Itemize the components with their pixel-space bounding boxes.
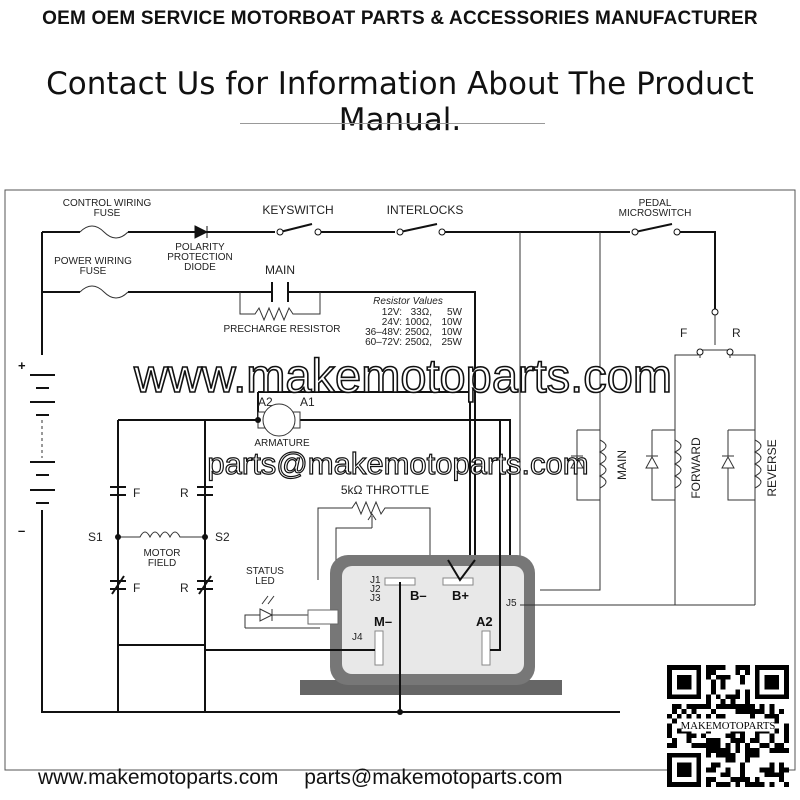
battery-icon xyxy=(30,374,55,504)
resistor-cell: 36–48V: xyxy=(365,327,402,338)
page-title: OEM OEM SERVICE MOTORBOAT PARTS & ACCESS… xyxy=(42,8,758,29)
resistor-cell: 100Ω, xyxy=(405,317,432,328)
label-m-minus: M– xyxy=(374,614,392,629)
interlocks-icon xyxy=(399,223,438,233)
control-wiring xyxy=(42,223,716,591)
precharge-resistor-icon xyxy=(239,292,321,322)
qr-label: MAKEMOTOPARTS xyxy=(681,720,776,732)
resistor-cell: 60–72V: xyxy=(365,337,402,348)
label-pedal: PEDAL xyxy=(639,198,672,209)
status-led-icon xyxy=(244,595,320,629)
label-main-contactor: MAIN xyxy=(265,263,295,277)
power-fuse-icon xyxy=(79,285,129,299)
label-control-fuse: FUSE xyxy=(94,208,121,219)
label-power-fuse: POWER WIRING xyxy=(54,256,132,267)
label-reverse-coil: REVERSE xyxy=(765,439,779,496)
divider xyxy=(240,123,545,124)
motor-field-coil-icon xyxy=(118,531,205,539)
label-armature: ARMATURE xyxy=(254,438,310,449)
label-status-led: LED xyxy=(255,576,274,587)
label-j1: J1 xyxy=(370,575,381,586)
resistor-table: Resistor Values 12V: 33Ω, 5W 24V: 100Ω, … xyxy=(365,296,462,348)
resistor-cell: 10W xyxy=(441,317,462,328)
forward-coil-icon xyxy=(645,429,682,501)
reverse-coil-icon xyxy=(721,429,762,501)
battery-minus: – xyxy=(18,523,25,538)
label-power-fuse: FUSE xyxy=(80,266,107,277)
footer: www.makemotoparts.com parts@makemotopart… xyxy=(38,766,580,790)
resistor-cell: 12V: xyxy=(382,307,402,318)
label-f: F xyxy=(133,486,140,500)
label-fr-r: R xyxy=(732,326,741,340)
label-diode: DIODE xyxy=(184,262,216,273)
footer-website-link[interactable]: www.makemotoparts.com xyxy=(38,766,279,789)
field-circuit xyxy=(110,420,213,712)
watermark-website: www.makemotoparts.com xyxy=(133,349,672,402)
label-diode: POLARITY xyxy=(175,242,225,253)
label-armature-a2: A2 xyxy=(258,395,273,409)
label-s1: S1 xyxy=(88,530,103,544)
label-diode: PROTECTION xyxy=(167,252,233,263)
armature-icon xyxy=(118,391,511,570)
label-pedal: MICROSWITCH xyxy=(619,208,692,219)
resistor-cell: 24V: xyxy=(382,317,402,328)
label-b-minus: B– xyxy=(410,588,427,603)
label-j2: J2 xyxy=(370,584,381,595)
label-j5: J5 xyxy=(506,598,517,609)
resistor-cell: 250Ω, xyxy=(405,337,432,348)
label-b-plus: B+ xyxy=(452,588,469,603)
label-f: F xyxy=(133,581,140,595)
pedal-switch-icon xyxy=(634,223,673,233)
label-main-coil: MAIN xyxy=(615,450,629,480)
direction-switch xyxy=(520,308,756,606)
label-keyswitch: KEYSWITCH xyxy=(262,203,333,217)
keyswitch-icon xyxy=(279,223,313,233)
label-precharge: PRECHARGE RESISTOR xyxy=(223,324,340,335)
label-status-led: STATUS xyxy=(246,566,284,577)
power-wiring xyxy=(41,232,620,713)
motor-controller xyxy=(118,420,562,715)
resistor-cell: 10W xyxy=(441,327,462,338)
label-motor-field: MOTOR xyxy=(143,548,180,559)
label-armature-a1: A1 xyxy=(300,395,315,409)
control-fuse-icon xyxy=(79,225,129,239)
qr-code: MAKEMOTOPARTS xyxy=(667,665,789,787)
label-controller-a2: A2 xyxy=(476,614,493,629)
resistor-table-title: Resistor Values xyxy=(373,296,443,307)
resistor-cell: 250Ω, xyxy=(405,327,432,338)
label-r: R xyxy=(180,486,189,500)
resistor-cell: 5W xyxy=(447,307,463,318)
diagram-frame xyxy=(4,189,796,771)
label-s2: S2 xyxy=(215,530,230,544)
label-motor-field: FIELD xyxy=(148,558,176,569)
label-interlocks: INTERLOCKS xyxy=(387,203,464,217)
label-j3: J3 xyxy=(370,593,381,604)
page-subtitle: Contact Us for Information About The Pro… xyxy=(46,66,754,138)
label-fr-f: F xyxy=(680,326,687,340)
label-forward-coil: FORWARD xyxy=(689,437,703,499)
battery-plus: + xyxy=(18,358,26,373)
diode-icon xyxy=(194,225,209,239)
label-control-fuse: CONTROL WIRING xyxy=(63,198,152,209)
resistor-cell: 25W xyxy=(441,337,462,348)
resistor-cell: 33Ω, xyxy=(411,307,432,318)
main-coil-icon xyxy=(570,429,607,501)
main-contact-icon xyxy=(271,282,289,302)
footer-email-link[interactable]: parts@makemotoparts.com xyxy=(304,766,563,789)
watermark-email: parts@makemotoparts.com xyxy=(207,446,588,481)
label-j4: J4 xyxy=(352,632,363,643)
label-r: R xyxy=(180,581,189,595)
label-throttle: 5kΩ THROTTLE xyxy=(341,483,429,497)
